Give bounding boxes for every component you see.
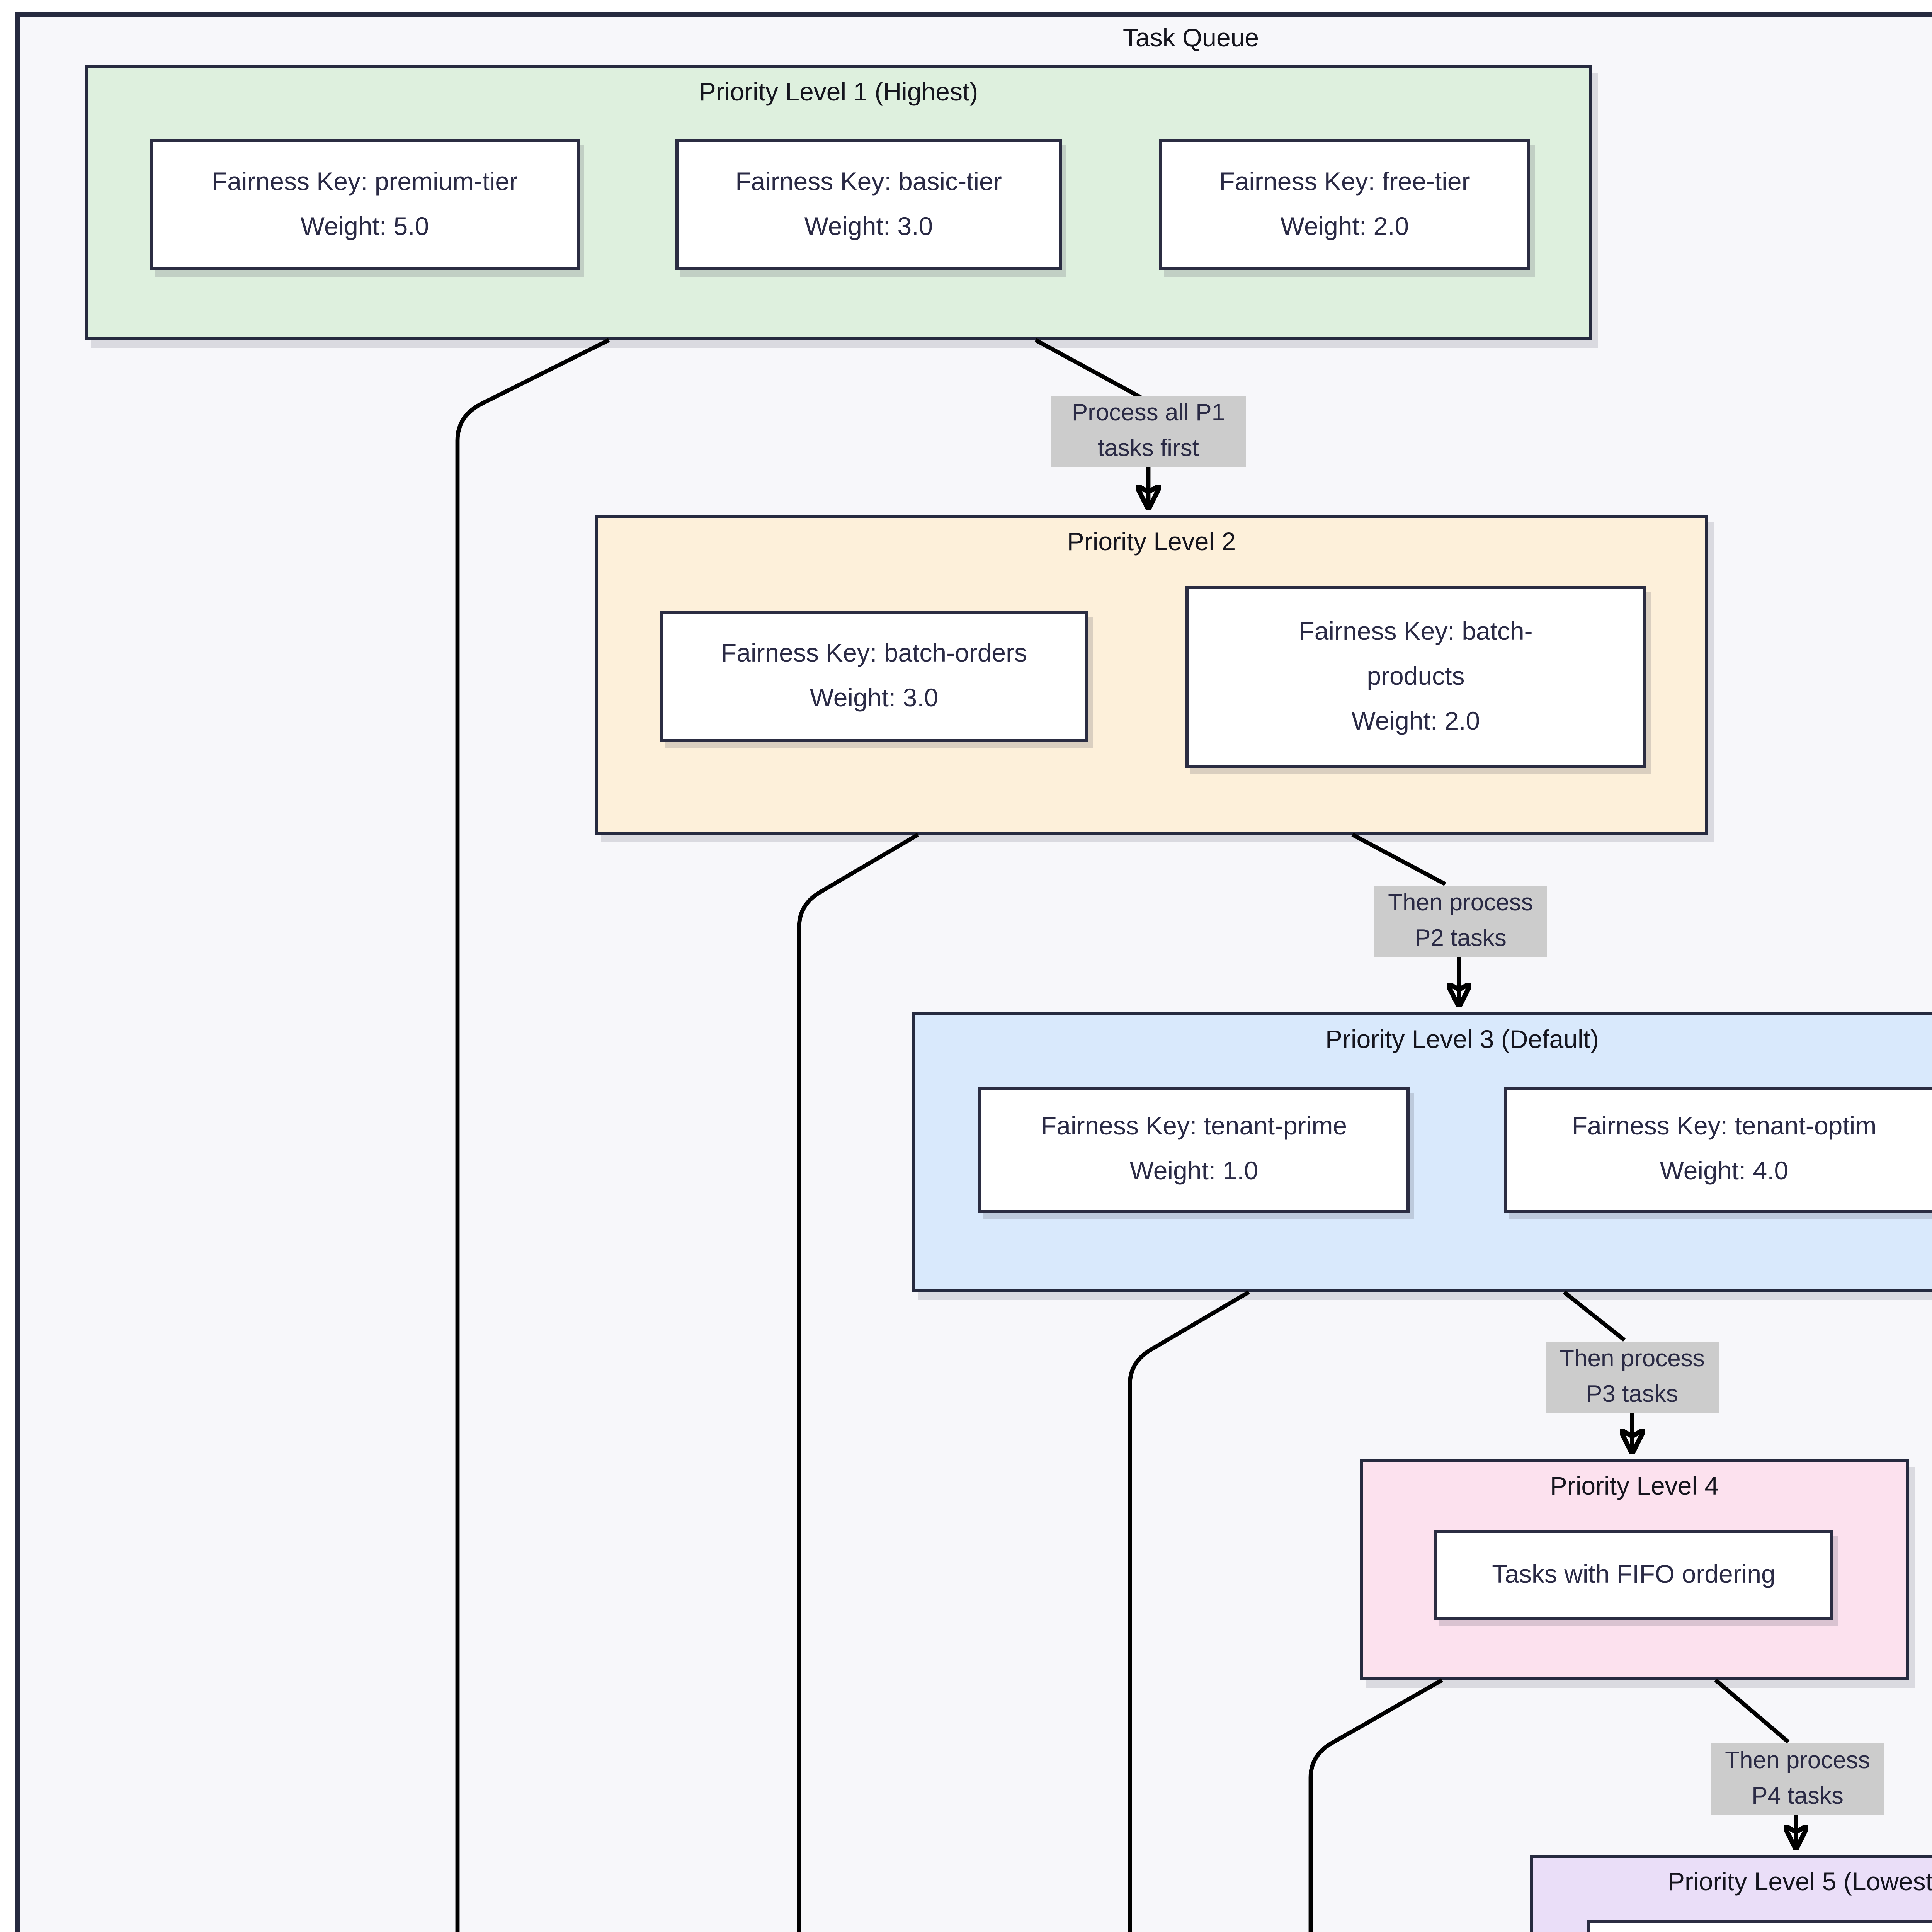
node-tenant-prime: Fairness Key: tenant-prime Weight: 1.0 [978, 1087, 1410, 1213]
edge-p2-to-workers [797, 833, 919, 1932]
node-basic-tier: Fairness Key: basic-tier Weight: 3.0 [675, 139, 1062, 270]
node-p4-fifo: Tasks with FIFO ordering [1434, 1530, 1833, 1620]
edge-p4-to-workers [1308, 1678, 1443, 1932]
node-free-tier-weight: Weight: 2.0 [1280, 213, 1409, 240]
node-premium-tier: Fairness Key: premium-tier Weight: 5.0 [150, 139, 580, 270]
edge-label-process-p1: Process all P1 tasks first [1051, 396, 1246, 467]
node-tenant-optim-weight: Weight: 4.0 [1660, 1158, 1789, 1185]
node-batch-products-key-2: products [1367, 662, 1465, 690]
priority-level-5-title: Priority Level 5 (Lowest) [1668, 1869, 1932, 1896]
edge-p1-to-workers [455, 338, 610, 1932]
node-batch-products-key-1: Fairness Key: batch- [1299, 617, 1533, 645]
node-tenant-prime-weight: Weight: 1.0 [1129, 1158, 1259, 1185]
node-tenant-prime-key: Fairness Key: tenant-prime [1041, 1113, 1347, 1141]
edge-p3-to-label3 [1563, 1290, 1626, 1342]
task-queue-title: Task Queue [1122, 25, 1259, 53]
edge-label-process-p2-line1: Then process [1388, 890, 1533, 917]
edge-p4-to-label4 [1714, 1678, 1790, 1744]
edge-label-process-p4-line2: P4 tasks [1752, 1784, 1844, 1810]
priority-level-3-title: Priority Level 3 (Default) [1325, 1026, 1599, 1054]
priority-level-4-title: Priority Level 4 [1550, 1473, 1719, 1501]
edge-label-process-p4: Then process P4 tasks [1711, 1743, 1884, 1815]
edge-label-process-p1-line1: Process all P1 [1071, 400, 1225, 427]
edge-p3-to-workers [1128, 1290, 1250, 1932]
node-p5-fifo: Tasks with FIFO ordering [1587, 1920, 1932, 1932]
edge-label-process-p2: Then process P2 tasks [1374, 886, 1547, 957]
node-free-tier: Fairness Key: free-tier Weight: 2.0 [1159, 139, 1530, 270]
node-tenant-optim: Fairness Key: tenant-optim Weight: 4.0 [1504, 1087, 1932, 1213]
node-premium-tier-key: Fairness Key: premium-tier [211, 168, 518, 196]
node-batch-products: Fairness Key: batch- products Weight: 2.… [1185, 586, 1646, 768]
edge-p1-to-label1 [1034, 338, 1142, 399]
edge-label-process-p4-line1: Then process [1725, 1748, 1870, 1774]
edge-label-process-p2-line2: P2 tasks [1415, 926, 1507, 952]
node-batch-orders-weight: Weight: 3.0 [810, 684, 939, 712]
edge-label-process-p3-line1: Then process [1560, 1346, 1705, 1372]
edge-label-process-p3-line2: P3 tasks [1586, 1382, 1678, 1408]
edge-p2-to-label2 [1351, 833, 1446, 886]
edge-label-process-p1-line2: tasks first [1098, 436, 1199, 462]
priority-level-1-title: Priority Level 1 (Highest) [699, 79, 978, 107]
node-batch-products-weight: Weight: 2.0 [1351, 707, 1480, 735]
node-premium-tier-weight: Weight: 5.0 [300, 213, 429, 240]
node-batch-orders-key: Fairness Key: batch-orders [721, 639, 1027, 667]
priority-level-5-group: Priority Level 5 (Lowest) [1530, 1855, 1932, 1932]
node-basic-tier-weight: Weight: 3.0 [804, 213, 933, 240]
node-basic-tier-key: Fairness Key: basic-tier [735, 168, 1002, 196]
node-tenant-optim-key: Fairness Key: tenant-optim [1571, 1113, 1877, 1141]
edge-label-process-p3: Then process P3 tasks [1546, 1342, 1719, 1413]
priority-level-2-title: Priority Level 2 [1067, 529, 1236, 556]
node-free-tier-key: Fairness Key: free-tier [1219, 168, 1470, 196]
node-batch-orders: Fairness Key: batch-orders Weight: 3.0 [660, 611, 1088, 742]
node-p4-fifo-label: Tasks with FIFO ordering [1492, 1560, 1776, 1588]
